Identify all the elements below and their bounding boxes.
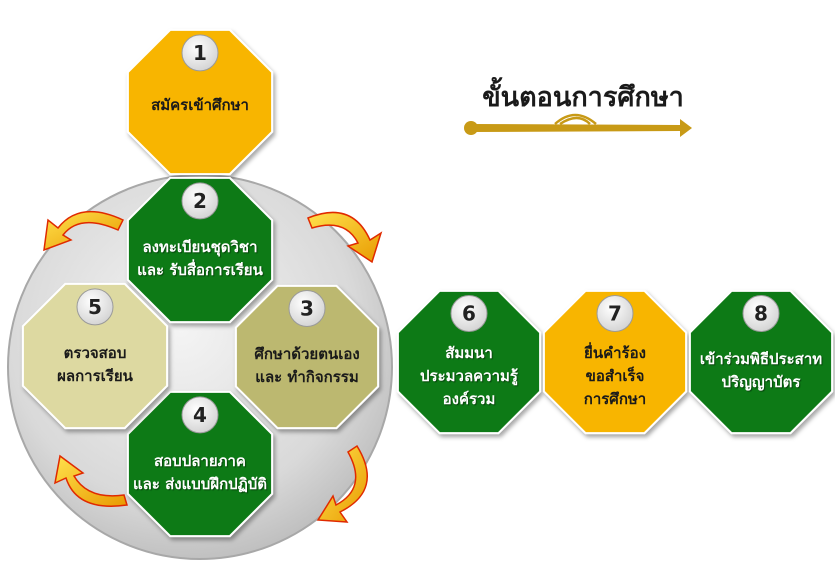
step-1-label: สมัครเข้าศึกษา — [122, 94, 278, 117]
title-ornament — [464, 113, 692, 137]
step-7-badge — [596, 294, 634, 332]
step-7-label: ยื่นคำร้องขอสำเร็จการศึกษา — [538, 342, 692, 411]
step-7-number: 7 — [608, 301, 622, 325]
step-7-line-1: ยื่นคำร้อง — [584, 344, 646, 362]
step-7-octagon — [542, 289, 688, 435]
step-6-badge — [450, 294, 488, 332]
step-8-octagon — [688, 289, 834, 435]
step-3: 3 — [234, 284, 380, 430]
step-4-number: 4 — [193, 403, 207, 427]
step-2-badge — [181, 182, 219, 220]
step-1-badge — [181, 34, 219, 72]
step-1: 1 — [126, 28, 274, 176]
step-5-octagon — [21, 282, 169, 430]
step-6-number: 6 — [462, 301, 476, 325]
step-1-number: 1 — [193, 41, 207, 65]
step-2-number: 2 — [193, 189, 207, 213]
step-4: 4 — [126, 390, 274, 538]
cycle-arrow-bottom-right-icon — [316, 444, 368, 523]
step-2-line-1: ลงทะเบียนชุดวิชา — [142, 238, 258, 256]
step-7-line-2: ขอสำเร็จ — [585, 367, 645, 385]
step-2-octagon — [126, 176, 274, 324]
step-3-line-2: และ ทำกิจกรรม — [255, 368, 359, 386]
step-7: 7 — [542, 289, 688, 435]
step-8-line-2: ปริญญาบัตร — [721, 373, 801, 391]
cycle-arrow-top-right-icon — [307, 211, 383, 264]
step-8-label: เข้าร่วมพิธีประสาทปริญญาบัตร — [684, 348, 835, 394]
step-5-line-2: ผลการเรียน — [57, 367, 133, 385]
step-5-label: ตรวจสอบผลการเรียน — [17, 342, 173, 388]
step-5: 5 — [21, 282, 169, 430]
step-7-line-3: การศึกษา — [583, 390, 647, 408]
step-2-label: ลงทะเบียนชุดวิชาและ รับสื่อการเรียน — [122, 236, 278, 282]
step-6-label: สัมมนาประมวลความรู้องค์รวม — [392, 342, 546, 411]
step-3-badge — [288, 289, 326, 327]
step-6-octagon — [396, 289, 542, 435]
step-6: 6 — [396, 289, 542, 435]
step-2-line-2: และ รับสื่อการเรียน — [137, 261, 263, 279]
step-3-label: ศึกษาด้วยตนเองและ ทำกิจกรรม — [230, 343, 384, 389]
step-4-line-2: และ ส่งแบบฝึกปฏิบัติ — [132, 475, 268, 493]
step-4-label: สอบปลายภาคและ ส่งแบบฝึกปฏิบัติ — [122, 450, 278, 496]
step-3-number: 3 — [300, 296, 314, 320]
step-3-octagon — [234, 284, 380, 430]
step-4-line-1: สอบปลายภาค — [154, 452, 246, 470]
step-4-octagon — [126, 390, 274, 538]
step-8-badge — [742, 294, 780, 332]
step-5-badge — [76, 288, 114, 326]
step-3-line-1: ศึกษาด้วยตนเอง — [254, 345, 360, 363]
cycle-arrows — [43, 210, 383, 523]
step-6-line-1: สัมมนา — [445, 344, 493, 362]
step-8: 8 — [688, 289, 834, 435]
page-title: ขั้นตอนการศึกษา — [482, 82, 684, 113]
step-4-badge — [181, 396, 219, 434]
cycle-arrow-top-left-icon — [43, 210, 125, 252]
step-2: 2 — [126, 176, 274, 324]
step-6-line-3: องค์รวม — [442, 390, 496, 408]
step-1-line-1: สมัครเข้าศึกษา — [151, 96, 249, 114]
step-8-line-1: เข้าร่วมพิธีประสาท — [699, 350, 823, 368]
cycle-arrow-bottom-left-icon — [54, 454, 128, 507]
step-8-number: 8 — [754, 301, 768, 325]
step-5-number: 5 — [88, 295, 102, 319]
step-6-line-2: ประมวลความรู้ — [420, 367, 518, 385]
step-5-line-1: ตรวจสอบ — [63, 344, 127, 362]
step-1-octagon — [126, 28, 274, 176]
